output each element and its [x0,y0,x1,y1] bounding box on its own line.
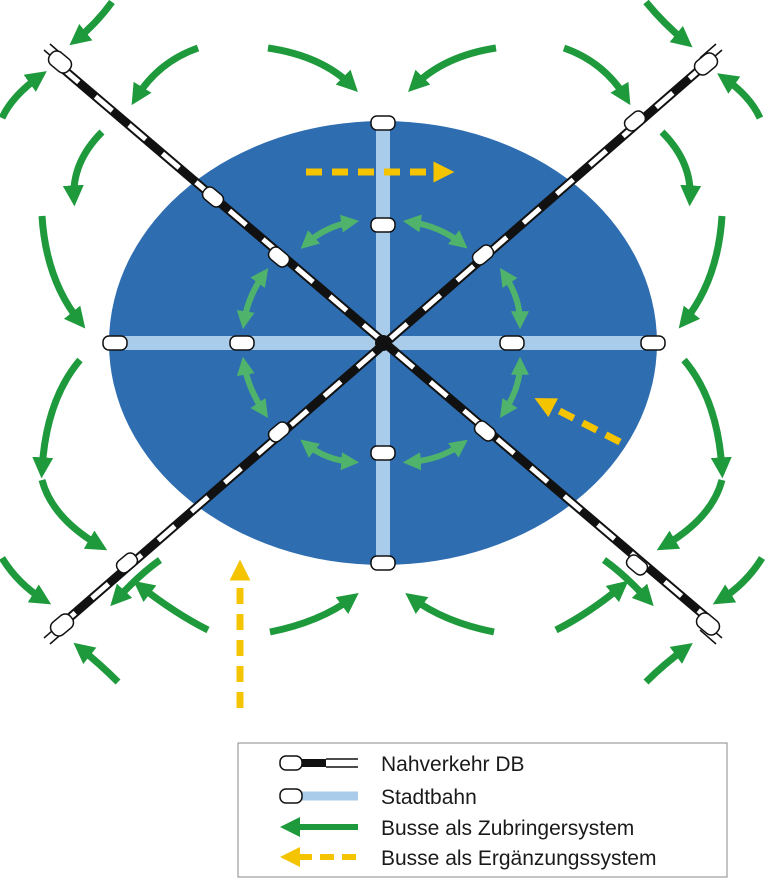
station [115,552,139,574]
station [625,554,649,576]
station [49,613,75,637]
yellow-dashed-arrow-icon [280,847,358,867]
inner-feeder-bus-arrows [236,214,529,471]
legend-label: Nahverkehr DB [381,753,525,776]
station [693,52,719,76]
station [47,50,73,74]
legend-label: Stadtbahn [381,786,477,809]
supplementary-bus-arrows [229,161,622,708]
station [370,555,396,571]
legend-item-zubringer: Busse als Zubringersystem [280,817,634,840]
legend-item-ergaenzung: Busse als Ergänzungssystem [280,847,656,870]
station [473,420,497,442]
station [695,612,721,636]
station [229,335,255,351]
legend-item-nahverkehr-db: Nahverkehr DB [279,753,525,776]
station [201,186,225,208]
station [640,335,666,351]
rail-line-icon [279,755,358,771]
legend-label: Busse als Ergänzungssystem [381,847,656,870]
light-rail-line-icon [279,788,358,804]
station [267,246,291,268]
station [370,445,396,461]
legend-item-stadtbahn: Stadtbahn [279,786,477,809]
station [267,421,291,443]
station [102,335,128,351]
legend-label: Busse als Zubringersystem [381,817,634,840]
station [370,217,396,233]
outer-feeder-bus-arrows [0,0,765,685]
stations [47,50,721,637]
station [499,335,525,351]
central-hub [375,335,391,351]
station [370,115,396,131]
legend: Nahverkehr DB Stadtbahn Busse als Zubrin… [237,742,728,878]
station [623,110,647,132]
green-arrow-icon [280,817,358,837]
station [471,244,495,266]
